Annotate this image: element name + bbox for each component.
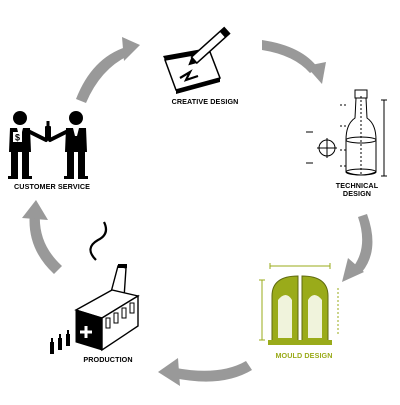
factory-icon (50, 221, 140, 354)
cycle-arrows (22, 37, 373, 386)
dollar-sign: $ (15, 133, 20, 143)
production-label: PRODUCTION (83, 355, 133, 364)
arrow-customer-to-creative (76, 37, 140, 103)
arrow-mould-to-production (158, 358, 252, 386)
mould-design-label: MOULD DESIGN (275, 351, 333, 360)
creative-design-label: CREATIVE DESIGN (171, 97, 239, 106)
arrow-production-to-customer (22, 200, 62, 274)
bottle-blueprint-icon (306, 89, 387, 177)
mould-icon (259, 263, 339, 345)
customer-service-label: CUSTOMER SERVICE (13, 182, 91, 191)
arrow-technical-to-mould (342, 214, 373, 282)
notepad-pencil-icon (163, 26, 231, 94)
handshake-icon: $ (8, 111, 88, 179)
arrow-creative-to-technical (262, 40, 326, 84)
